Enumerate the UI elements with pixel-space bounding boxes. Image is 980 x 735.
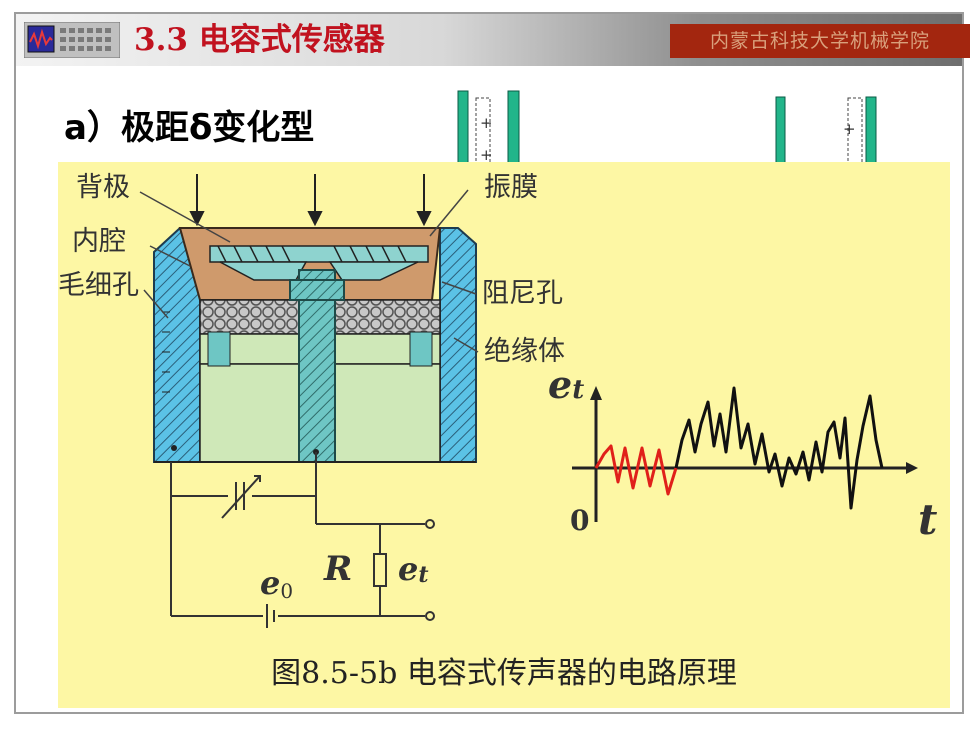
- label-insulator: 绝缘体: [484, 336, 565, 367]
- figure-caption: 图8.5-5b 电容式传声器的电路原理: [271, 656, 737, 691]
- waveform-y-label: et: [548, 362, 584, 407]
- pressure-arrows: [189, 174, 432, 227]
- label-inner-cavity: 内腔: [72, 226, 126, 257]
- waveform-x-label: t: [918, 495, 937, 544]
- waveform-y-arrow: [590, 386, 602, 400]
- microphone-diagram: 背极 内腔 毛细孔 振膜 阻尼孔 绝缘体: [58, 172, 937, 628]
- output-subscript: t: [418, 562, 428, 588]
- oscilloscope-icon: [24, 22, 120, 58]
- circuit-source-symbol: e0: [260, 564, 293, 603]
- noise-trace: [674, 386, 884, 510]
- waveform-plot: et 0 t: [548, 362, 937, 544]
- slide-title: 3.3 电容式传感器: [134, 22, 385, 58]
- label-diaphragm: 振膜: [484, 172, 538, 203]
- source-letter: e: [260, 564, 280, 602]
- label-capillary: 毛细孔: [58, 270, 139, 301]
- source-subscript: 0: [280, 579, 293, 603]
- section-label: a）极距δ变化型: [64, 108, 315, 148]
- circuit: [170, 452, 435, 628]
- y-label-subscript: t: [572, 375, 584, 405]
- label-damping-hole: 阻尼孔: [482, 278, 563, 309]
- label-leaders: [139, 189, 479, 353]
- output-letter: e: [398, 550, 418, 588]
- microphone-housing: [153, 227, 477, 463]
- school-badge: 内蒙古科技大学机械学院: [670, 24, 970, 58]
- signal-trace: [594, 444, 678, 496]
- circuit-resistor-label: R: [323, 549, 352, 589]
- circuit-output-symbol: et: [398, 550, 429, 588]
- waveform-x-arrow: [906, 462, 918, 474]
- microphone-figure: 背极 内腔 毛细孔 振膜 阻尼孔 绝缘体: [58, 162, 950, 708]
- waveform-origin-label: 0: [570, 504, 589, 537]
- y-label-letter: e: [548, 362, 572, 407]
- label-back-plate: 背极: [76, 172, 130, 203]
- title-bar: 3.3 电容式传感器 内蒙古科技大学机械学院: [16, 14, 970, 66]
